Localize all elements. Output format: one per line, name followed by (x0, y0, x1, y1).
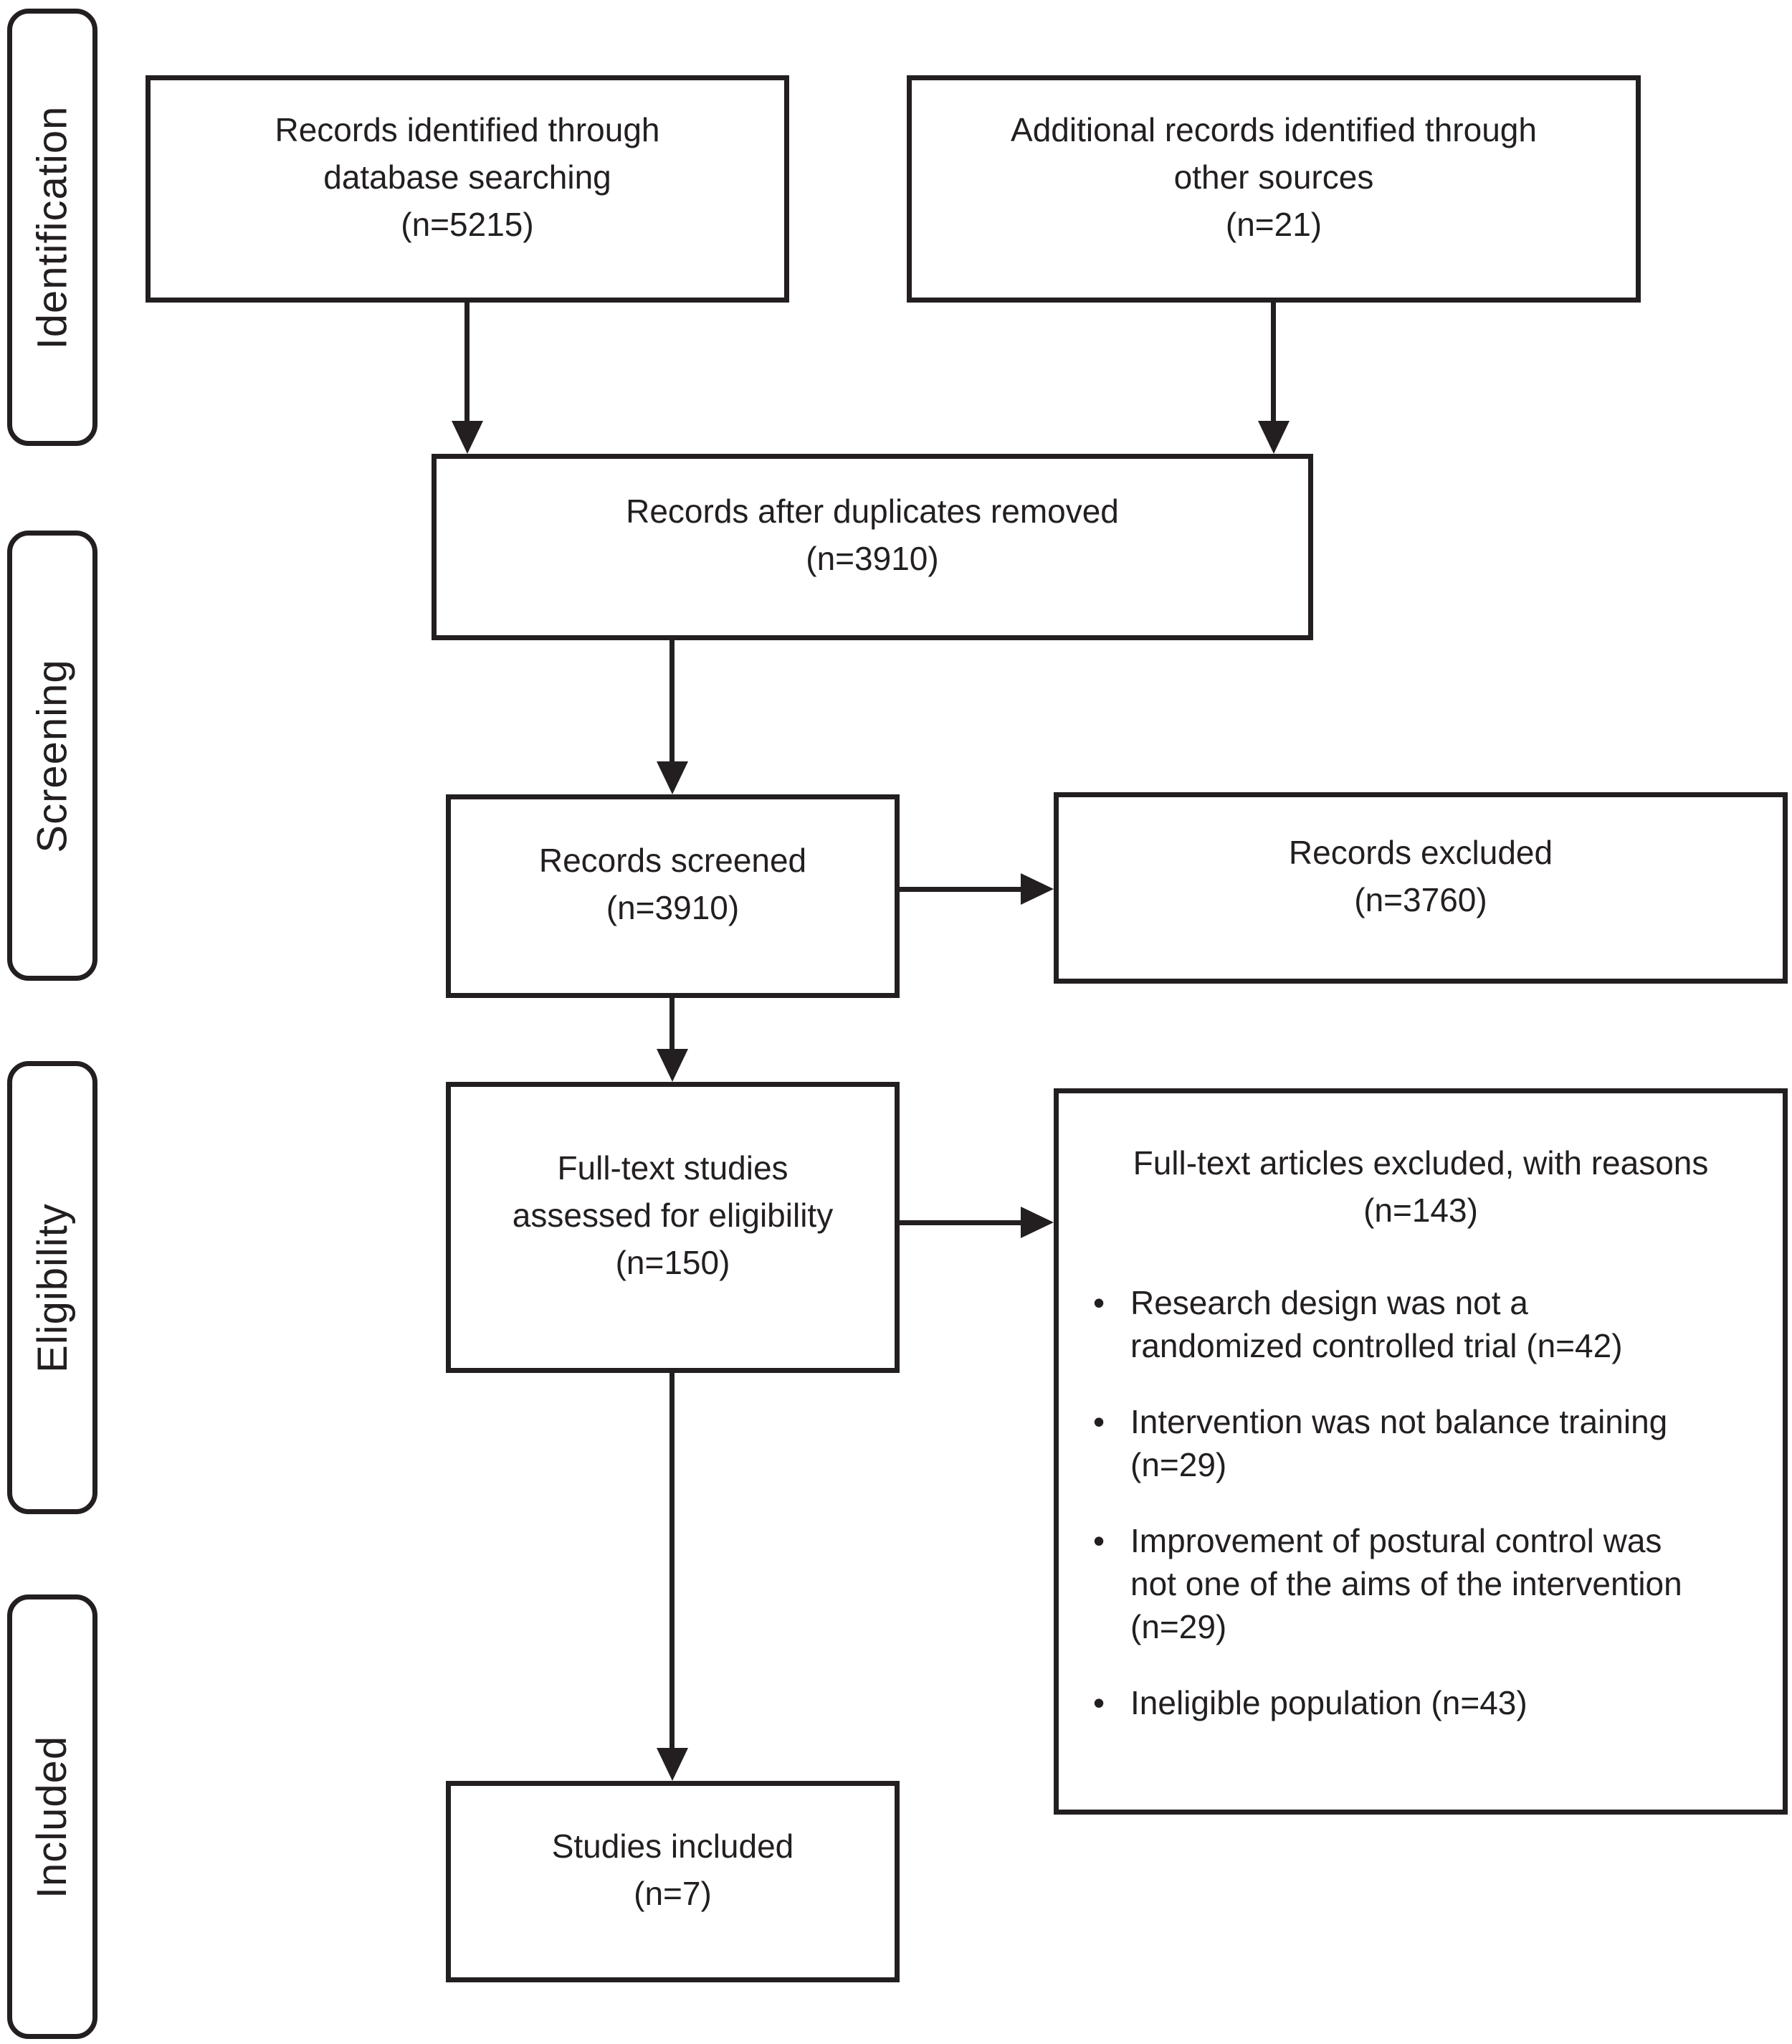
box-records-identified-line-1: Records identified through (275, 110, 660, 148)
reasons-title: Full-text articles excluded, with reason… (1073, 1139, 1768, 1234)
stage-screening-label: Screening (29, 658, 76, 853)
reason-text: Intervention was not balance training (1130, 1403, 1668, 1440)
box-records-screened: Records screened (n=3910) (446, 794, 900, 998)
stage-identification: Identification (7, 9, 97, 446)
box-fulltext-assessed: Full-text studies assessed for eligibili… (446, 1082, 900, 1373)
arrow-right-icon (1021, 1207, 1054, 1238)
reason-item-not-balance-training: • Intervention was not balance training … (1093, 1400, 1768, 1486)
box-after-duplicates-line-1: Records after duplicates removed (626, 493, 1119, 530)
reason-text: (n=29) (1130, 1446, 1227, 1483)
box-additional-records: Additional records identified through ot… (907, 75, 1641, 303)
reason-text: not one of the aims of the intervention (1130, 1565, 1682, 1602)
box-studies-included: Studies included (n=7) (446, 1781, 900, 1982)
box-after-duplicates: Records after duplicates removed (n=3910… (432, 454, 1313, 640)
arrow-line (669, 998, 675, 1051)
arrow-down-icon (452, 421, 483, 454)
arrow-line (669, 640, 675, 764)
reason-item-not-rct: • Research design was not a randomized c… (1093, 1281, 1768, 1367)
arrow-down-icon (657, 1049, 688, 1082)
arrow-down-icon (657, 1748, 688, 1781)
bullet-icon: • (1093, 1403, 1105, 1440)
box-records-identified: Records identified through database sear… (146, 75, 789, 303)
arrow-line (900, 887, 1023, 892)
bullet-icon: • (1093, 1284, 1105, 1321)
box-records-identified-count: (n=5215) (401, 205, 534, 243)
reason-text: Research design was not a (1130, 1284, 1528, 1321)
box-records-excluded-line-1: Records excluded (1288, 833, 1553, 871)
stage-included-label: Included (29, 1735, 76, 1898)
box-additional-records-line-2: other sources (1173, 158, 1374, 196)
arrow-right-icon (1021, 873, 1054, 905)
arrow-down-icon (657, 761, 688, 794)
reasons-list: • Research design was not a randomized c… (1073, 1281, 1768, 1724)
reason-item-ineligible-population: • Ineligible population (n=43) (1093, 1681, 1768, 1724)
arrow-line (900, 1220, 1023, 1225)
reasons-title-line-1: Full-text articles excluded, with reason… (1133, 1144, 1709, 1182)
box-records-screened-line-1: Records screened (538, 842, 807, 879)
arrow-line (1271, 303, 1276, 423)
box-fulltext-assessed-count: (n=150) (615, 1244, 730, 1281)
box-records-excluded-count: (n=3760) (1354, 880, 1487, 918)
box-additional-records-line-1: Additional records identified through (1011, 110, 1537, 148)
arrow-line (464, 303, 470, 423)
reasons-title-count: (n=143) (1363, 1192, 1478, 1229)
reason-text: Ineligible population (n=43) (1130, 1684, 1528, 1721)
stage-identification-label: Identification (29, 105, 76, 349)
stage-screening: Screening (7, 531, 97, 981)
box-fulltext-assessed-line-2: assessed for eligibility (512, 1197, 834, 1234)
reason-text: randomized controlled trial (n=42) (1130, 1327, 1623, 1364)
box-records-excluded: Records excluded (n=3760) (1054, 792, 1788, 984)
arrow-line (669, 1373, 675, 1750)
reason-text: Improvement of postural control was (1130, 1522, 1662, 1559)
reason-item-not-postural-aim: • Improvement of postural control was no… (1093, 1519, 1768, 1648)
stage-included: Included (7, 1594, 97, 2039)
box-studies-included-count: (n=7) (634, 1874, 712, 1912)
arrow-down-icon (1258, 421, 1290, 454)
stage-eligibility-label: Eligibility (29, 1202, 76, 1373)
box-records-screened-count: (n=3910) (606, 889, 740, 926)
box-fulltext-assessed-line-1: Full-text studies (557, 1149, 788, 1187)
box-after-duplicates-count: (n=3910) (806, 540, 939, 577)
box-additional-records-count: (n=21) (1225, 205, 1322, 243)
box-records-identified-line-2: database searching (323, 158, 611, 196)
reason-text: (n=29) (1130, 1608, 1227, 1645)
bullet-icon: • (1093, 1522, 1105, 1559)
bullet-icon: • (1093, 1684, 1105, 1721)
box-fulltext-excluded-reasons: Full-text articles excluded, with reason… (1054, 1088, 1788, 1815)
box-studies-included-line-1: Studies included (551, 1827, 794, 1865)
stage-eligibility: Eligibility (7, 1061, 97, 1514)
